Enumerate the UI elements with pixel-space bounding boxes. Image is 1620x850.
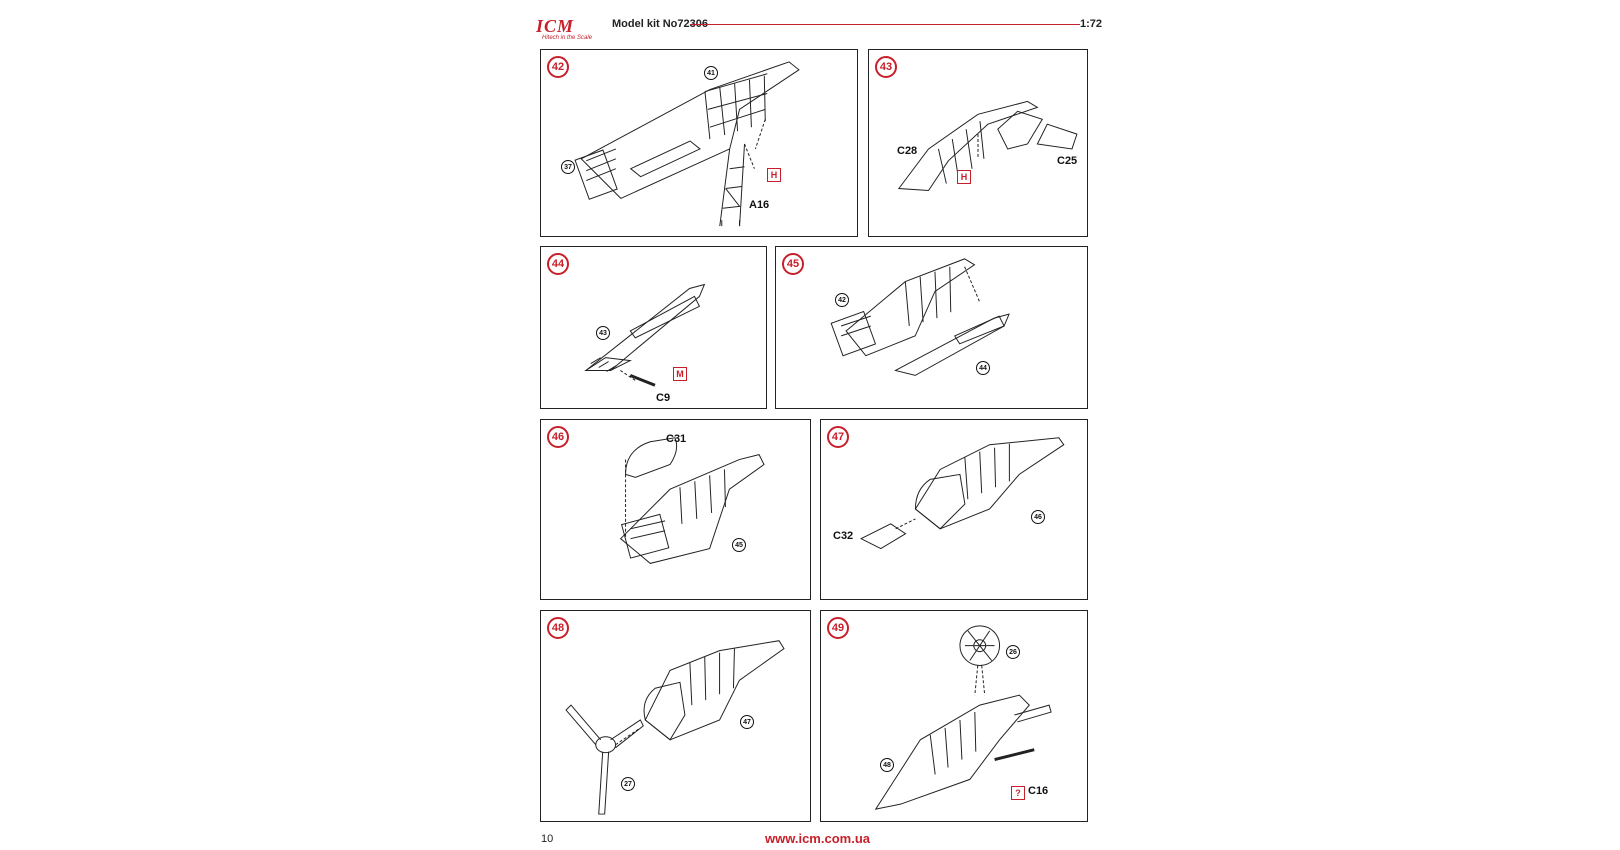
- step-47-panel: 47 46 C32: [820, 419, 1088, 600]
- paint-code-badge: H: [767, 168, 781, 182]
- part-label: C9: [656, 392, 671, 404]
- step-42-panel: 42 41 37 H A16: [540, 49, 858, 237]
- fuselage-frame-drawing: [574, 61, 800, 227]
- logo-tagline: Hitech in the Scale: [542, 35, 593, 41]
- propeller-drawing: [565, 640, 785, 815]
- header-rule: [690, 24, 1080, 25]
- paint-code-badge: ?: [1011, 786, 1025, 800]
- ref-circle: 42: [835, 293, 849, 307]
- ref-circle: 48: [880, 758, 894, 772]
- part-label: A16: [749, 199, 770, 211]
- logo-text: ICM: [536, 16, 575, 36]
- step-49-panel: 49 26 48 ? C16: [820, 610, 1088, 822]
- paint-code-badge: H: [957, 170, 971, 184]
- ref-circle: 45: [732, 538, 746, 552]
- side-panel-drawing: [584, 283, 706, 387]
- fuselage-assembly-drawing: [830, 258, 1010, 376]
- step-number: 45: [782, 253, 804, 275]
- ref-circle: 44: [976, 361, 990, 375]
- kit-label: Model kit No72306: [612, 18, 708, 30]
- ref-circle: 26: [1006, 645, 1020, 659]
- ref-circle: 41: [704, 66, 718, 80]
- step-number: 47: [827, 426, 849, 448]
- icm-logo: ICM Hitech in the Scale: [536, 16, 602, 42]
- ref-circle: 27: [621, 777, 635, 791]
- step-44-panel: 44 43 M C9: [540, 246, 767, 409]
- scale-label: 1:72: [1080, 18, 1103, 30]
- paint-code-badge: M: [673, 367, 687, 381]
- part-label: C28: [897, 145, 918, 157]
- website-link[interactable]: www.icm.com.ua: [765, 831, 870, 846]
- step-number: 46: [547, 426, 569, 448]
- ref-circle: 47: [740, 715, 754, 729]
- part-label: C31: [666, 433, 687, 445]
- step-number: 42: [547, 56, 569, 78]
- part-label: C16: [1028, 785, 1049, 797]
- step-number: 48: [547, 617, 569, 639]
- ref-circle: 46: [1031, 510, 1045, 524]
- step-46-panel: 46 C31 45: [540, 419, 811, 600]
- engine-cowling-drawing: [619, 437, 765, 564]
- ref-circle: 37: [561, 160, 575, 174]
- antenna-assembly-drawing: [874, 625, 1052, 810]
- step-number: 49: [827, 617, 849, 639]
- step-45-panel: 45 42 44: [775, 246, 1088, 409]
- step-number: 44: [547, 253, 569, 275]
- ref-circle: 43: [596, 326, 610, 340]
- cockpit-frame-drawing: [897, 100, 1078, 192]
- step-number: 43: [875, 56, 897, 78]
- fuselage-cowl-drawing: [859, 437, 1065, 550]
- step-48-panel: 48 47 27: [540, 610, 811, 822]
- part-label: C25: [1057, 155, 1078, 167]
- page-number: 10: [541, 833, 554, 845]
- step-43-panel: 43 C28 C25 H: [868, 49, 1088, 237]
- part-label: C32: [833, 530, 854, 542]
